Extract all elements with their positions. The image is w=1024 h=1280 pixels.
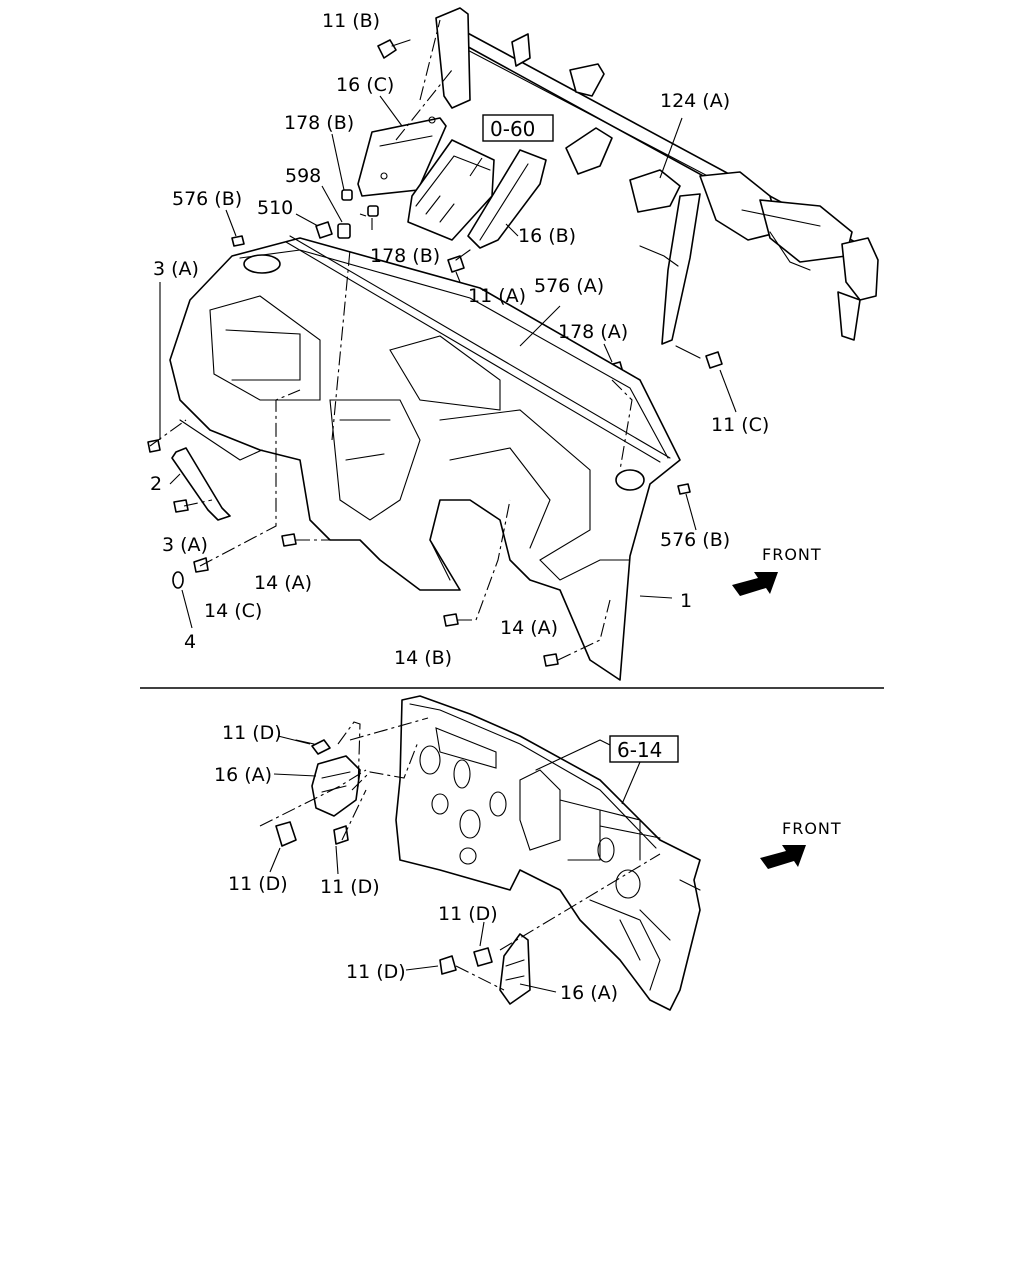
label-178b-b: 178 (B) (370, 245, 440, 267)
label-16a-left: 16 (A) (214, 764, 272, 786)
front-arrow-icon (732, 572, 778, 596)
label-11d-e: 11 (D) (346, 961, 406, 983)
clip-4 (172, 571, 184, 589)
label-14a-right: 14 (A) (500, 617, 558, 639)
label-16c: 16 (C) (336, 74, 394, 96)
label-4: 4 (184, 631, 196, 653)
module-bracket-16b (467, 149, 547, 249)
label-178a: 178 (A) (558, 321, 628, 343)
label-14b: 14 (B) (394, 647, 452, 669)
bracket-2 (171, 447, 231, 521)
label-2: 2 (150, 473, 162, 495)
bracket-16a-right (439, 933, 531, 1005)
ref-label-614: 6-14 (617, 738, 662, 762)
label-11c: 11 (C) (711, 414, 769, 436)
cross-beam-124a (435, 7, 879, 345)
label-3a-top: 3 (A) (153, 258, 199, 280)
ref-box-614 (609, 735, 679, 763)
upper-view: 11 (B) 16 (C) 178 (B) 0-60 124 (A) 598 5… (147, 7, 879, 681)
label-576a: 576 (A) (534, 275, 604, 297)
label-124a: 124 (A) (660, 90, 730, 112)
label-576b-right: 576 (B) (660, 529, 730, 551)
label-16a-right: 16 (A) (560, 982, 618, 1004)
label-11a: 11 (A) (468, 285, 526, 307)
front-label-upper: FRONT (762, 545, 822, 564)
label-178b-a: 178 (B) (284, 112, 354, 134)
front-arrow-lower: FRONT (760, 819, 842, 869)
ref-label-060: 0-60 (490, 117, 535, 141)
front-label-lower: FRONT (782, 819, 842, 838)
dash-panel (395, 695, 701, 1011)
label-510: 510 (257, 197, 293, 219)
label-1: 1 (680, 590, 692, 612)
label-14a-left: 14 (A) (254, 572, 312, 594)
label-598: 598 (285, 165, 321, 187)
front-arrow-upper: FRONT (732, 545, 822, 596)
label-16b: 16 (B) (518, 225, 576, 247)
instrument-panel-1 (169, 235, 681, 681)
label-11b-top: 11 (B) (322, 10, 380, 32)
lower-view: 6-14 11 (D) (214, 695, 842, 1011)
ref-box-060 (482, 114, 554, 142)
front-arrow-icon (760, 845, 806, 869)
label-3a-bottom: 3 (A) (162, 534, 208, 556)
label-11d-d: 11 (D) (438, 903, 498, 925)
bracket-16a-left (275, 739, 361, 847)
label-11d-c: 11 (D) (320, 876, 380, 898)
label-14c: 14 (C) (204, 600, 262, 622)
label-11d-b: 11 (D) (228, 873, 288, 895)
label-576b-left: 576 (B) (172, 188, 242, 210)
label-11d-a: 11 (D) (222, 722, 282, 744)
